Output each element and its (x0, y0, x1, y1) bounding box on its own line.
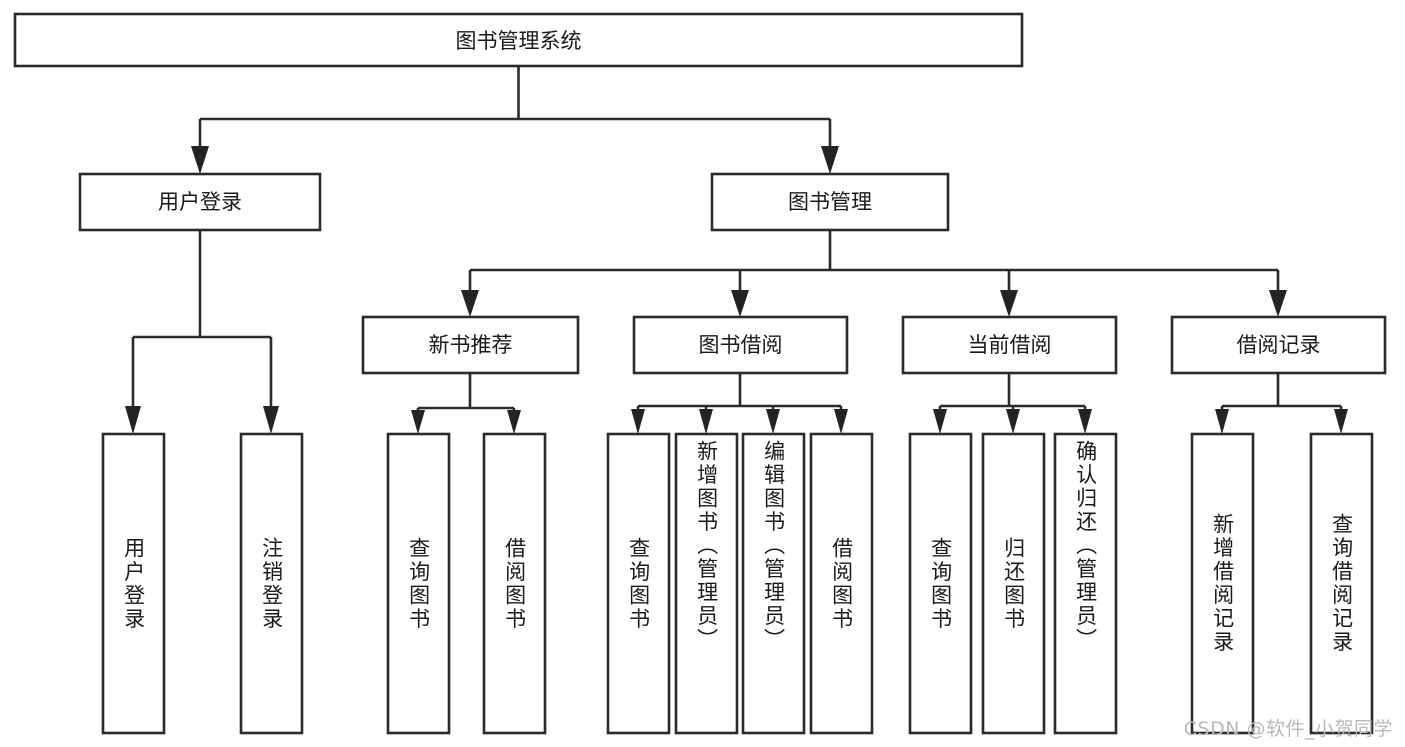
node-box-return-book[interactable] (981, 432, 1046, 735)
node-book-management-system[interactable]: 图书管理系统 (13, 12, 1024, 68)
arrow-head-book-borrow (731, 290, 749, 317)
node-box-current-borrow[interactable] (901, 315, 1118, 375)
leaf-boxes (101, 432, 1374, 735)
node-box-add-book-admin[interactable] (674, 432, 739, 735)
connector-borrow-record-to-leaves (1215, 373, 1348, 434)
node-box-confirm-return-admin[interactable] (1053, 432, 1118, 735)
arrow-head-return-book (1006, 409, 1020, 434)
node-book-borrow[interactable]: 图书借阅 (632, 315, 849, 375)
arrow-head-add-borrow-record (1215, 409, 1229, 434)
connector-book-borrow-to-leaves (631, 373, 848, 434)
arrow-head-book-management (821, 146, 839, 174)
connector-root-to-level1 (191, 66, 839, 174)
connector-user-login-to-leaves (125, 230, 279, 434)
arrow-head-user-login (191, 146, 209, 174)
node-box-book-management-system[interactable] (13, 12, 1024, 68)
arrow-head-borrow-record (1269, 290, 1287, 317)
arrow-head-edit-book-admin (766, 409, 780, 434)
arrow-head-confirm-return-admin (1078, 409, 1092, 434)
arrow-head-borrow-book (834, 409, 848, 434)
node-box-edit-book-admin[interactable] (741, 432, 806, 735)
arrow-head-query-borrow-record (1334, 409, 1348, 434)
node-box-add-borrow-record[interactable] (1190, 432, 1255, 735)
arrow-head-new-book-recommend (461, 290, 479, 317)
node-box-query-book-current[interactable] (908, 432, 973, 735)
arrow-head-borrow-book-recommend (507, 410, 521, 434)
arrow-head-add-book-admin (699, 409, 713, 434)
connector-current-borrow-to-leaves (933, 373, 1092, 434)
node-label-user-login: 用户登录 (158, 190, 242, 214)
arrow-head-query-book-borrow (631, 409, 645, 434)
node-label-book-management: 图书管理 (788, 190, 872, 214)
node-label-new-book-recommend: 新书推荐 (429, 333, 513, 357)
node-box-new-book-recommend[interactable] (361, 315, 580, 375)
node-box-borrow-book-recommend[interactable] (482, 432, 547, 735)
arrow-head-logout-leaf (263, 406, 279, 434)
node-box-book-borrow[interactable] (632, 315, 849, 375)
node-box-borrow-record[interactable] (1170, 315, 1387, 375)
node-label-book-management-system: 图书管理系统 (456, 29, 582, 53)
node-box-query-book-borrow[interactable] (606, 432, 671, 735)
node-box-logout-leaf[interactable] (239, 432, 304, 735)
node-box-query-book-recommend[interactable] (386, 432, 451, 735)
node-label-current-borrow: 当前借阅 (968, 333, 1052, 357)
arrow-head-query-book-current (933, 409, 947, 434)
node-box-user-login[interactable] (78, 172, 322, 232)
node-box-borrow-book[interactable] (809, 432, 874, 735)
arrow-head-current-borrow (1000, 290, 1018, 317)
node-label-borrow-record: 借阅记录 (1237, 333, 1321, 357)
node-current-borrow[interactable]: 当前借阅 (901, 315, 1118, 375)
node-box-book-management[interactable] (710, 172, 950, 232)
node-box-user-login-leaf[interactable] (101, 432, 166, 735)
arrow-head-query-book-recommend (411, 410, 425, 434)
connector-book-management-to-level2 (461, 230, 1287, 317)
node-label-book-borrow: 图书借阅 (699, 333, 783, 357)
node-book-management[interactable]: 图书管理 (710, 172, 950, 232)
node-box-query-borrow-record[interactable] (1309, 432, 1374, 735)
csdn-watermark: CSDN @软件_小贺同学 (1183, 718, 1393, 740)
node-borrow-record[interactable]: 借阅记录 (1170, 315, 1387, 375)
node-new-book-recommend[interactable]: 新书推荐 (361, 315, 580, 375)
node-user-login[interactable]: 用户登录 (78, 172, 322, 232)
arrow-head-user-login-leaf (125, 406, 141, 434)
connector-new-book-recommend-to-leaves (411, 373, 521, 434)
